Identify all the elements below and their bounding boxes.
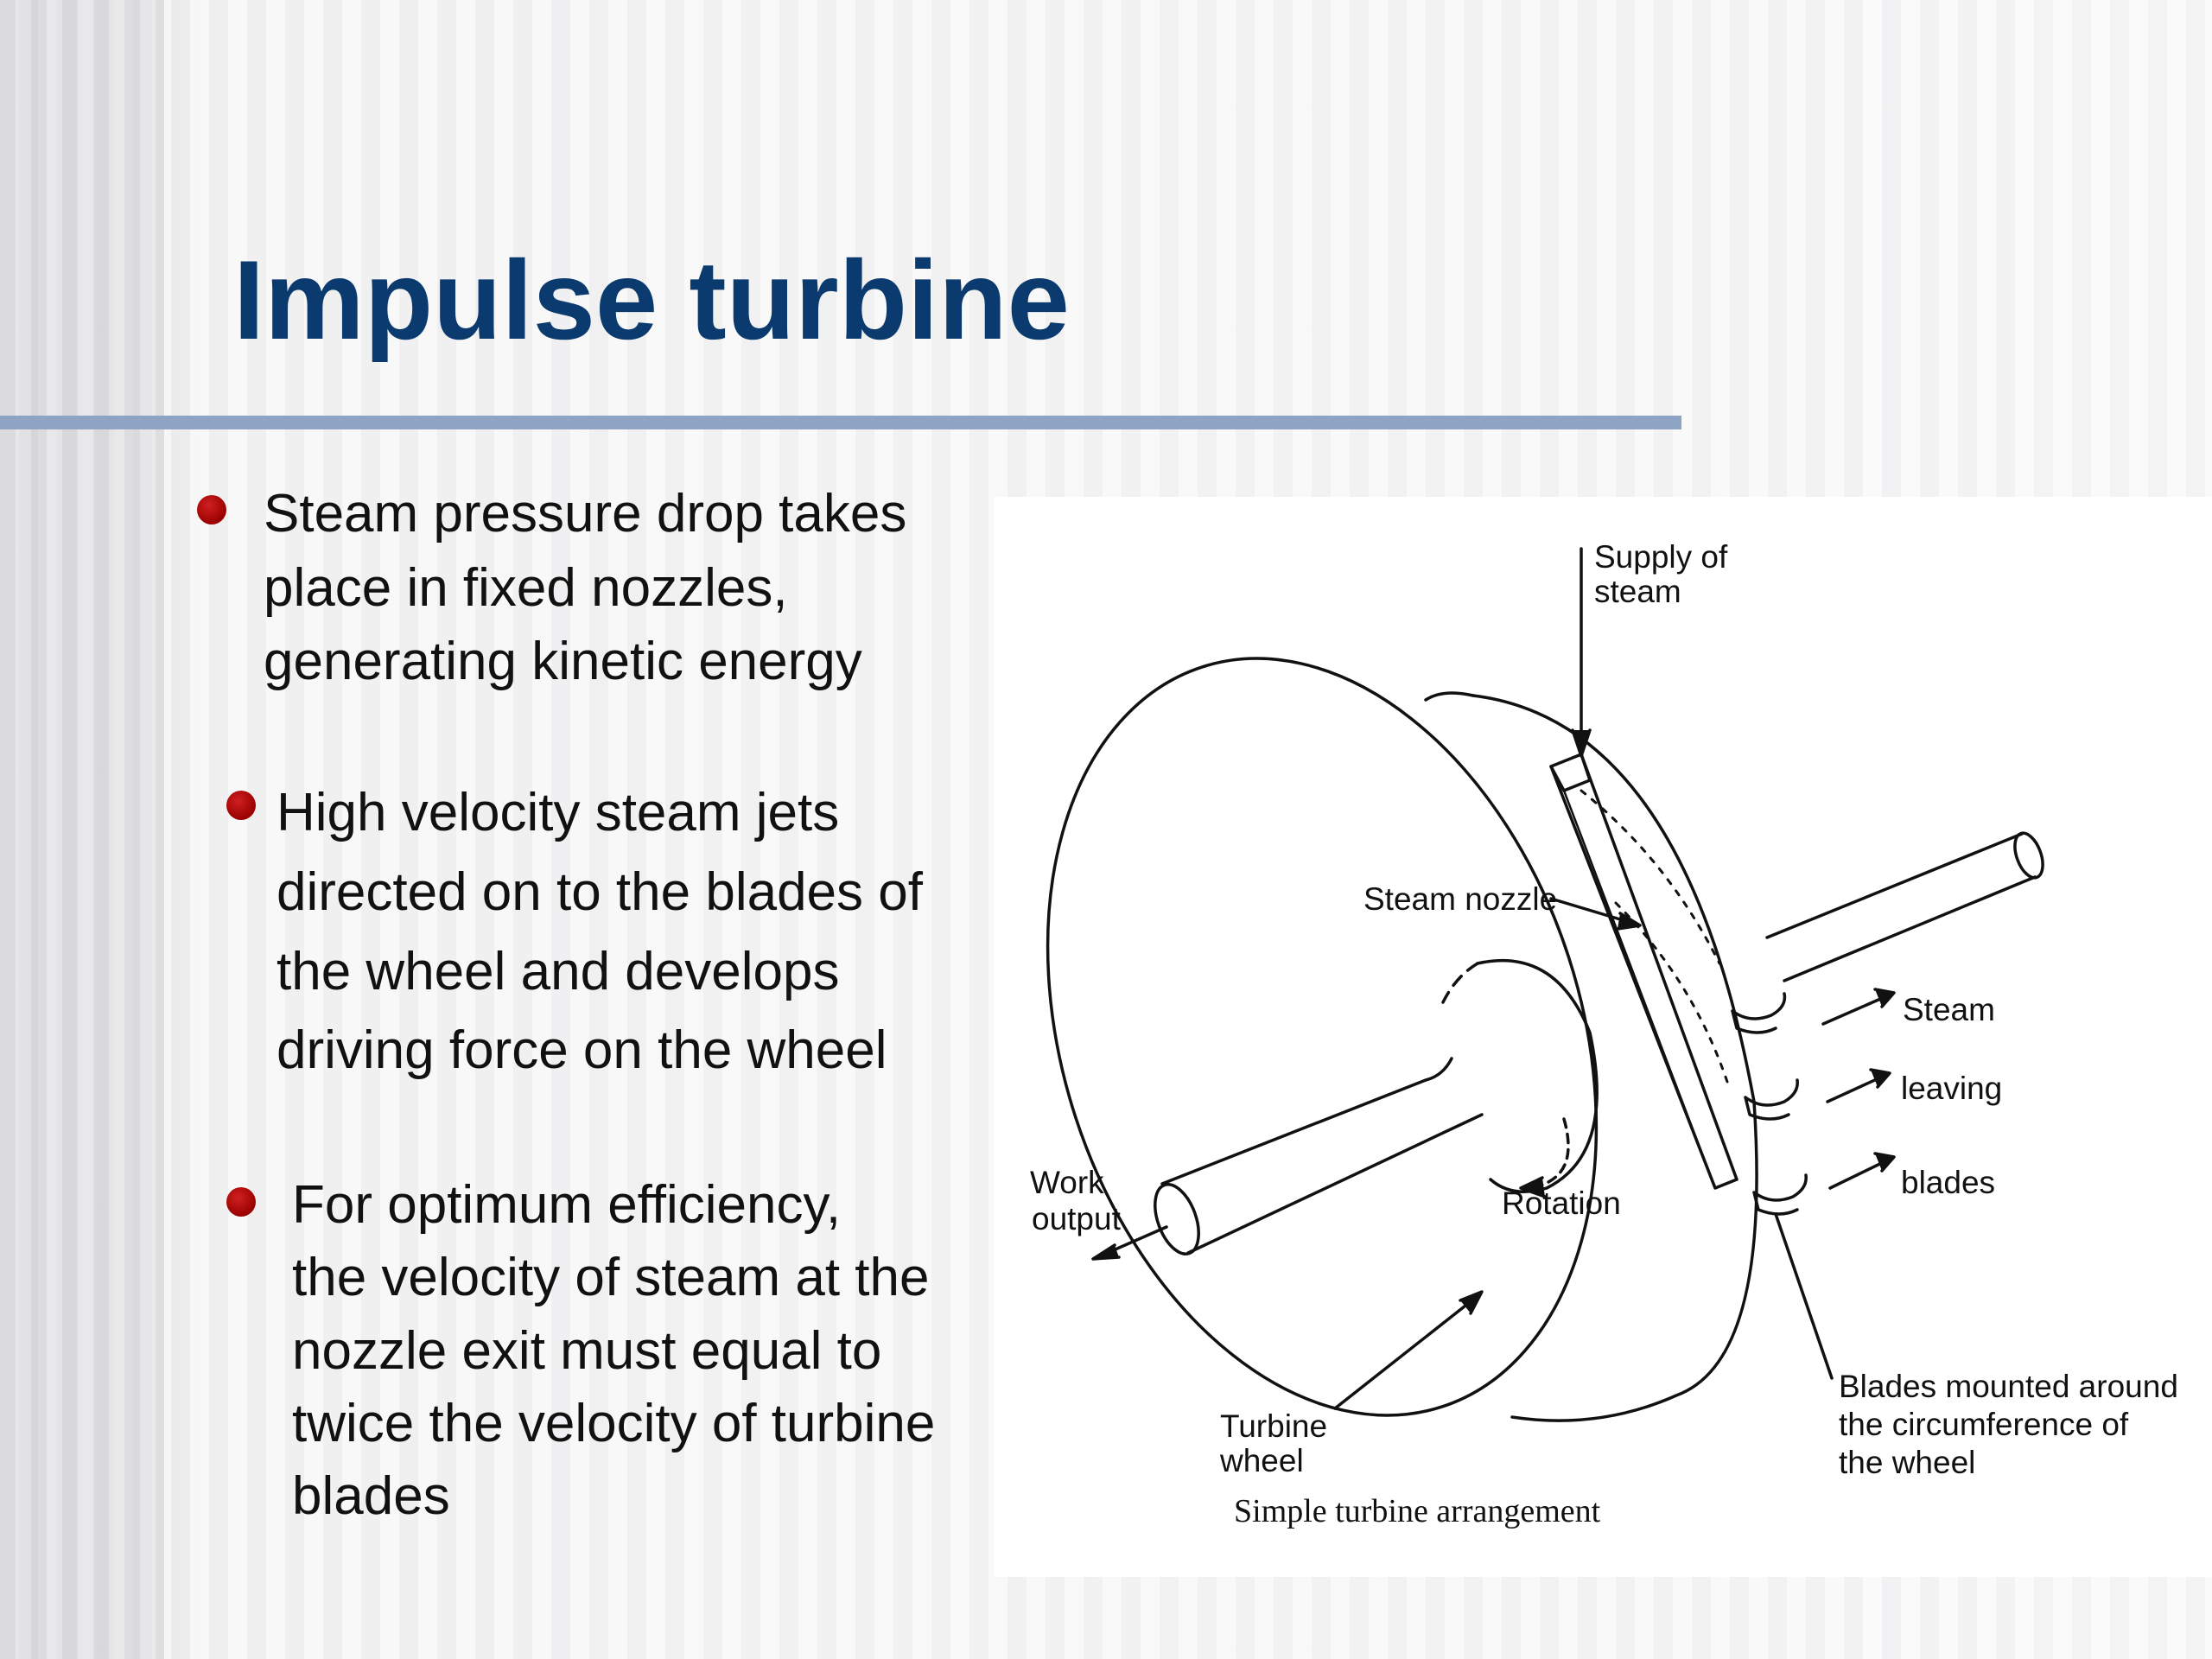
label-blades-mounted-1: Blades mounted around xyxy=(1839,1369,2178,1404)
bullet-dot-icon xyxy=(226,1187,256,1217)
bullet-text: For optimum efficiency, the velocity of … xyxy=(292,1175,936,1527)
slide-title: Impulse turbine xyxy=(233,237,1070,363)
blade-3 xyxy=(1752,1173,1808,1216)
blade-2 xyxy=(1744,1078,1799,1121)
label-work-output-1: Work xyxy=(1030,1165,1104,1200)
turbine-drawing: Supply of steam Steam nozzle Steam leavi… xyxy=(1030,539,2178,1529)
label-leaving: leaving xyxy=(1901,1071,2002,1106)
label-turbine-wheel-1: Turbine xyxy=(1220,1408,1327,1444)
label-supply-of-steam-2: steam xyxy=(1594,574,1681,609)
turbine-wheel-face xyxy=(1046,657,1599,1417)
steam-nozzle-body xyxy=(1549,753,1738,1190)
turbine-diagram: Supply of steam Steam nozzle Steam leavi… xyxy=(994,497,2212,1577)
background-stripes xyxy=(0,0,164,1659)
bullet-dot-icon xyxy=(197,495,226,524)
label-blades-mounted-3: the wheel xyxy=(1839,1445,1975,1480)
label-blades-mounted-2: the circumference of xyxy=(1839,1407,2129,1442)
label-rotation: Rotation xyxy=(1502,1185,1621,1221)
bullet-dot-icon xyxy=(226,791,256,820)
wheel-rim xyxy=(1471,694,1758,1422)
output-shaft xyxy=(1160,1057,1453,1185)
diagram-caption: Simple turbine arrangement xyxy=(1234,1493,1601,1529)
label-blades: blades xyxy=(1901,1165,1995,1200)
label-supply-of-steam-1: Supply of xyxy=(1594,539,1728,575)
input-shaft xyxy=(1765,832,2024,939)
bullet-text: Steam pressure drop takes place in fixed… xyxy=(264,484,907,692)
label-turbine-wheel-2: wheel xyxy=(1219,1443,1304,1478)
label-work-output-2: output xyxy=(1032,1201,1122,1236)
blade-1 xyxy=(1731,992,1787,1034)
label-steam-nozzle: Steam nozzle xyxy=(1363,881,1557,917)
bullet-text: High velocity steam jets directed on to … xyxy=(276,783,923,1081)
title-divider xyxy=(0,416,1681,429)
label-steam: Steam xyxy=(1903,992,1995,1027)
